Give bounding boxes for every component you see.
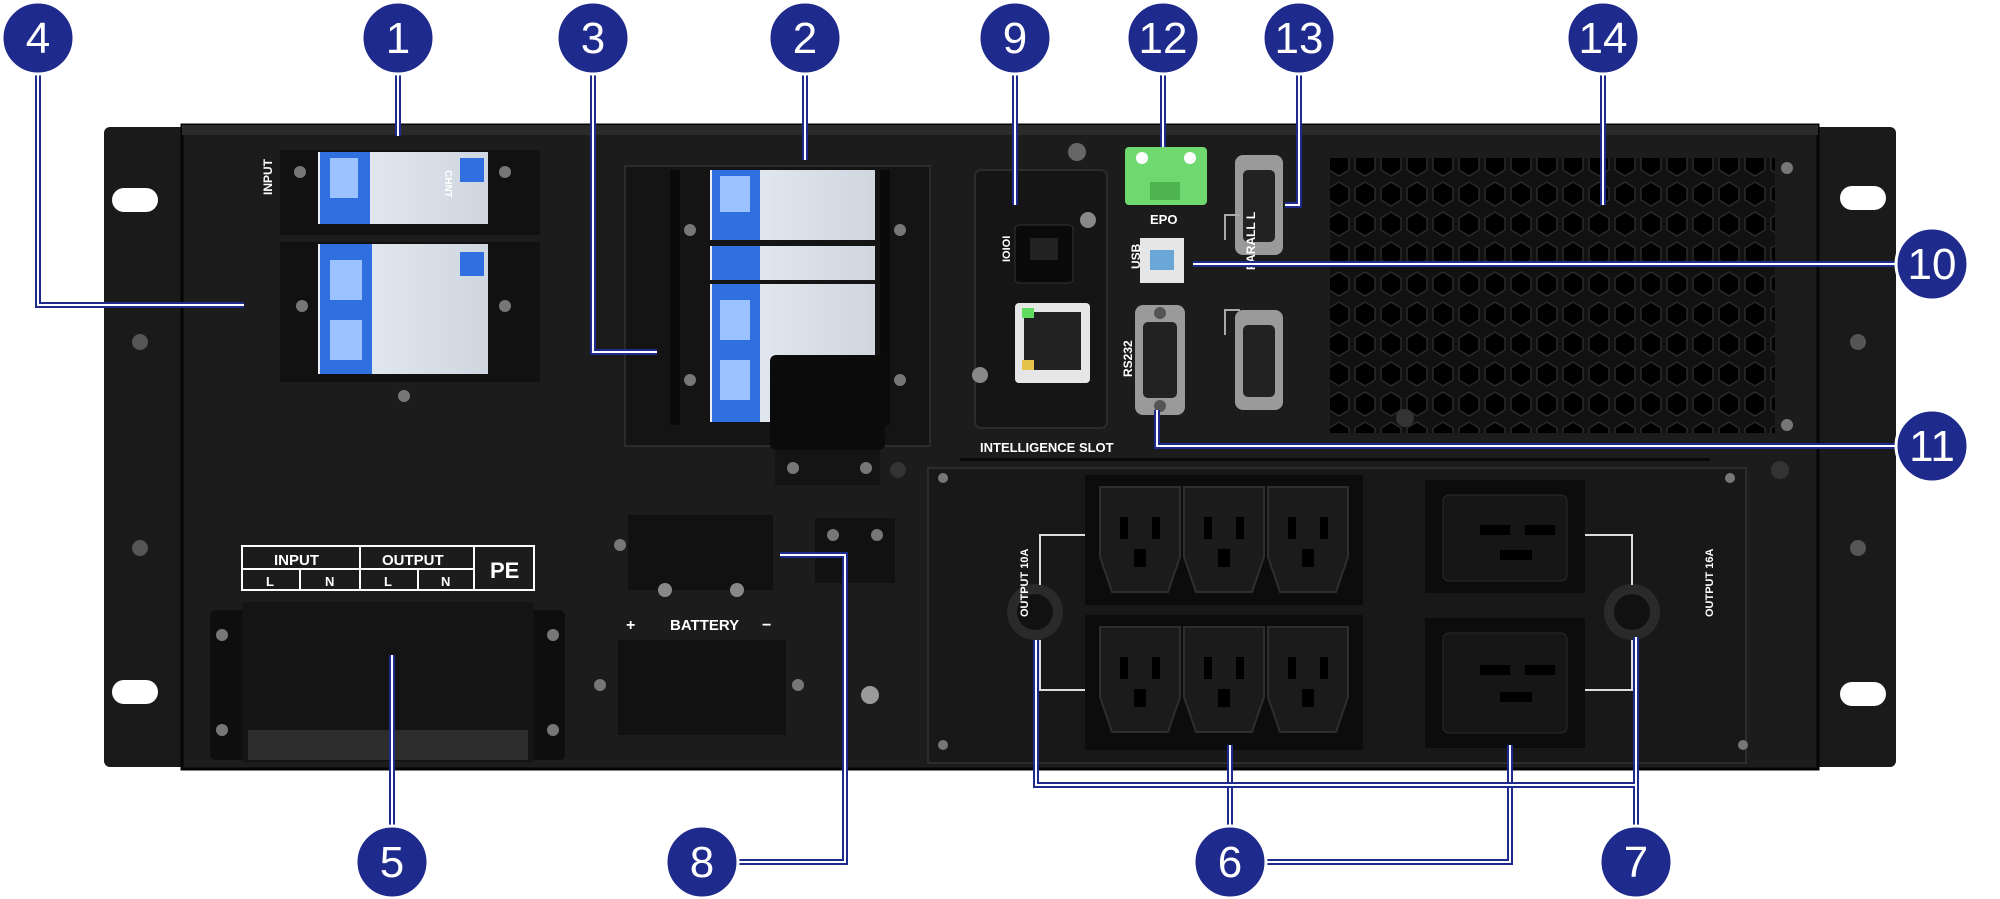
output-10a-label: OUTPUT 10A <box>1019 548 1031 617</box>
callout-number: 13 <box>1275 14 1324 63</box>
serial-icon-label: IOIOI <box>1001 236 1013 262</box>
output-16a-label: OUTPUT 16A <box>1704 548 1716 617</box>
callout-badge-13: 13 <box>1261 0 1337 76</box>
breaker-brand-1: CHNT <box>442 170 453 198</box>
c13-socket <box>1267 486 1349 593</box>
callout-number: 7 <box>1624 838 1648 887</box>
cooling-fan-vent <box>1330 158 1793 433</box>
terminal-l2-label: L <box>384 574 392 589</box>
epo-label: EPO <box>1150 212 1177 227</box>
terminal-output-label: OUTPUT <box>382 552 444 569</box>
parallel-port <box>1224 155 1283 410</box>
callout-badge-3: 3 <box>555 0 631 76</box>
terminal-input-label: INPUT <box>274 552 319 569</box>
terminal-l1-label: L <box>266 574 274 589</box>
terminal-n1-label: N <box>325 574 334 589</box>
callout-badge-14: 14 <box>1565 0 1641 76</box>
callout-badge-8: 8 <box>664 824 740 899</box>
callout-number: 9 <box>1003 14 1027 63</box>
usb-label: USB <box>1129 243 1143 269</box>
leader-line-highlight-parallel-port <box>1285 52 1300 206</box>
callout-badge-11: 11 <box>1894 408 1970 484</box>
rs232-label: RS232 <box>1121 340 1135 377</box>
terminal-block <box>210 545 565 762</box>
callout-badge-12: 12 <box>1125 0 1201 76</box>
callout-number: 3 <box>581 14 605 63</box>
intelligence-slot <box>972 143 1108 429</box>
callout-badge-6: 6 <box>1192 824 1268 899</box>
leader-line-highlight-battery-terminal <box>702 554 846 863</box>
callout-badge-1: 1 <box>360 0 436 76</box>
battery-minus-label: − <box>762 617 771 634</box>
rack-ear-left <box>104 127 186 767</box>
battery-label: BATTERY <box>670 617 739 634</box>
output-fuses <box>1007 534 1660 691</box>
callout-number: 10 <box>1908 240 1957 289</box>
c13-socket <box>1183 486 1265 593</box>
rs232-port <box>1135 305 1185 415</box>
c13-socket <box>1267 626 1349 733</box>
callout-number: 1 <box>386 14 410 63</box>
callout-number: 14 <box>1579 14 1628 63</box>
callout-badge-10: 10 <box>1894 226 1970 302</box>
callout-badge-5: 5 <box>354 824 430 899</box>
leader-line-highlight-main-breaker <box>37 52 244 306</box>
leader-line-highlight-breaker-bracket <box>592 52 657 353</box>
callout-badge-7: 7 <box>1598 824 1674 899</box>
terminal-n2-label: N <box>441 574 450 589</box>
callout-number: 11 <box>1909 422 1955 471</box>
c13-socket <box>1099 486 1181 593</box>
terminal-pe-label: PE <box>490 558 519 583</box>
callout-number: 6 <box>1218 838 1242 887</box>
epo-connector <box>1125 147 1207 205</box>
main-breaker-housing <box>280 242 540 402</box>
bypass-breaker-housing <box>624 165 931 485</box>
c13-socket-group <box>1099 486 1349 733</box>
leader-line-highlight-rs232-port <box>1156 410 1920 447</box>
output-sockets-16a <box>1425 480 1585 748</box>
input-breaker-housing <box>280 150 540 235</box>
input-breaker-label: INPUT <box>261 158 275 195</box>
callout-number: 4 <box>26 14 50 63</box>
callout-badge-4: 4 <box>0 0 76 76</box>
callout-badge-2: 2 <box>767 0 843 76</box>
callout-number: 8 <box>690 838 714 887</box>
intelligence-slot-label: INTELLIGENCE SLOT <box>980 440 1114 455</box>
c13-socket <box>1183 626 1265 733</box>
parallel-label: PARALL L <box>1244 212 1258 270</box>
callout-badge-9: 9 <box>977 0 1053 76</box>
battery-terminal <box>594 515 895 735</box>
callout-number: 12 <box>1139 14 1188 63</box>
usb-port <box>1140 238 1184 283</box>
battery-plus-label: + <box>626 617 635 634</box>
c13-socket <box>1099 626 1181 733</box>
callout-number: 5 <box>380 838 404 887</box>
callout-number: 2 <box>793 14 817 63</box>
